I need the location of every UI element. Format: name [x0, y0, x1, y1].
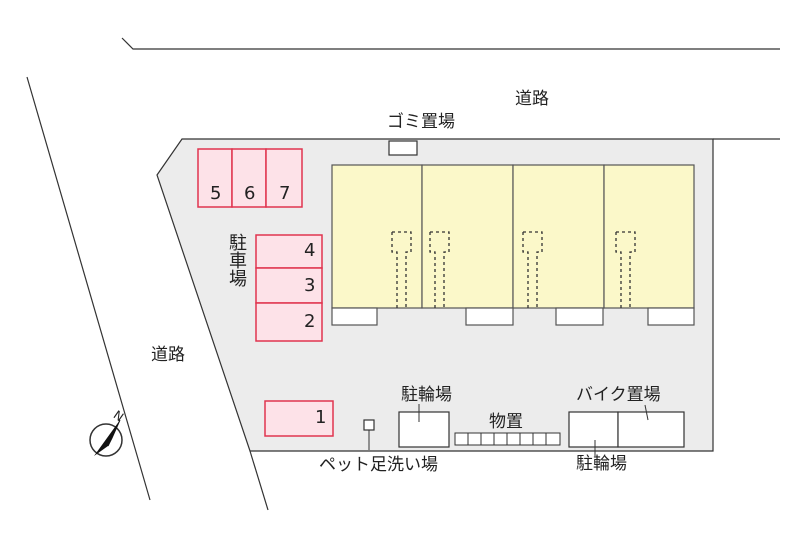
parking-number-3: 3	[304, 275, 316, 296]
entrance	[465, 307, 514, 326]
building	[331, 164, 695, 326]
building-unit	[603, 164, 695, 309]
compass-icon	[89, 419, 123, 457]
stair-outline	[391, 231, 412, 308]
parking-label: 駐車場	[226, 233, 247, 287]
road-label-top: 道路	[515, 89, 549, 109]
parking-number-1: 1	[315, 407, 327, 428]
road-edge-left	[26, 76, 151, 501]
bike-parking-label: バイク置場	[576, 385, 661, 405]
parking-number-6: 6	[244, 183, 256, 204]
bicycle-parking-label-1: 駐輪場	[401, 385, 452, 405]
parking-space-2	[255, 302, 323, 342]
stair-outline	[615, 231, 636, 308]
parking-top-row	[197, 148, 303, 208]
garbage-box	[388, 140, 418, 156]
parking-space-7	[265, 148, 303, 208]
parking-space-1	[264, 400, 334, 437]
road-edge-top	[121, 37, 780, 50]
garbage-label: ゴミ置場	[387, 112, 455, 132]
bike-parking-area	[617, 411, 685, 448]
entrance	[555, 307, 604, 326]
parking-space-4	[255, 234, 323, 269]
pet-wash-marker	[363, 419, 375, 431]
storage-units	[454, 432, 561, 446]
parking-number-7: 7	[279, 183, 291, 204]
stair-outline	[522, 231, 543, 308]
bicycle-parking-area-2	[568, 411, 619, 448]
road-label-left: 道路	[151, 345, 185, 365]
parking-space-3	[255, 267, 323, 304]
bicycle-parking-area-1	[398, 411, 450, 448]
parking-number-4: 4	[304, 240, 316, 261]
entrance	[331, 307, 378, 326]
building-unit	[421, 164, 514, 309]
parking-space-6	[231, 148, 267, 208]
building-unit	[331, 164, 423, 309]
lot-boundary-lower-left	[249, 450, 269, 511]
parking-number-2: 2	[304, 311, 316, 332]
parking-number-5: 5	[210, 183, 222, 204]
parking-space-5	[197, 148, 233, 208]
pet-wash-label: ペット足洗い場	[319, 455, 438, 475]
bicycle-parking-label-2: 駐輪場	[576, 454, 627, 474]
entrance	[647, 307, 695, 326]
storage-label: 物置	[489, 412, 523, 432]
building-unit	[512, 164, 605, 309]
parking-side-column	[255, 234, 323, 342]
stair-outline	[429, 231, 450, 308]
leader-line	[644, 404, 649, 421]
